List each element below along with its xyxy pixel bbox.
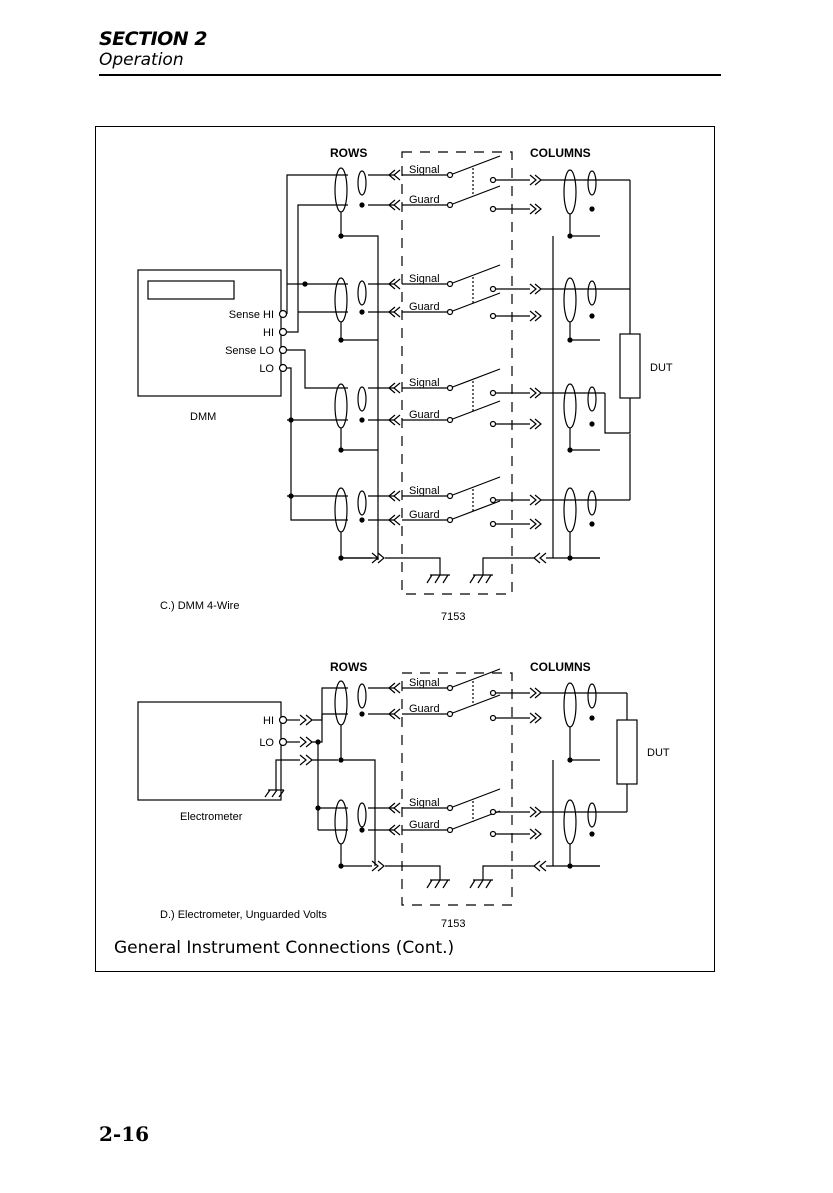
signal-label-d1: Signal	[409, 677, 440, 689]
signal-label-c3: Signal	[409, 377, 440, 389]
guard-label-c1: Guard	[409, 194, 440, 206]
dut-label-c: DUT	[650, 362, 673, 374]
lead-sense-lo	[287, 350, 348, 388]
lead-sense-hi	[287, 175, 348, 314]
figure-caption: General Instrument Connections (Cont.)	[114, 938, 454, 958]
scanner-label-c: 7153	[441, 611, 465, 623]
scanner-outline	[402, 152, 512, 594]
electrometer-terminal-hi: HI	[263, 715, 274, 727]
lead-hi	[287, 205, 348, 332]
row-cables	[335, 168, 366, 532]
diagram-d	[138, 669, 637, 905]
dut-c	[620, 334, 640, 398]
dmm-terminal-lo: LO	[259, 363, 274, 375]
sense-hi-terminal	[280, 311, 287, 318]
dmm-terminal-sense-hi: Sense HI	[229, 309, 274, 321]
lo-terminal	[280, 365, 287, 372]
page-number: 2-16	[99, 1122, 149, 1146]
guard-label-c4: Guard	[409, 509, 440, 521]
dut-d	[617, 720, 637, 784]
caption-c: C.) DMM 4-Wire	[160, 600, 239, 612]
guard-label-c3: Guard	[409, 409, 440, 421]
lo-terminal-d	[280, 739, 287, 746]
dmm-terminal-sense-lo: Sense LO	[225, 345, 274, 357]
guard-label-d1: Guard	[409, 703, 440, 715]
lead-lo	[287, 368, 348, 520]
sense-lo-terminal	[280, 347, 287, 354]
electrometer-label: Electrometer	[180, 811, 243, 823]
dmm-box	[138, 270, 281, 396]
rows-label-d: ROWS	[330, 660, 367, 674]
dmm-display	[148, 281, 234, 299]
caption-d: D.) Electrometer, Unguarded Volts	[160, 909, 327, 921]
signal-label-c2: Signal	[409, 273, 440, 285]
signal-label-c1: Signal	[409, 164, 440, 176]
columns-label-d: COLUMNS	[530, 660, 591, 674]
signal-label-d2: Signal	[409, 797, 440, 809]
scanner-label-d: 7153	[441, 918, 465, 930]
guard-label-d2: Guard	[409, 819, 440, 831]
diagram-c	[138, 152, 640, 594]
signal-label-c4: Signal	[409, 485, 440, 497]
row-switches	[368, 156, 541, 529]
hi-terminal-d	[280, 717, 287, 724]
column-cables	[541, 170, 630, 560]
columns-label-c: COLUMNS	[530, 146, 591, 160]
dut-label-d: DUT	[647, 747, 670, 759]
guard-label-c2: Guard	[409, 301, 440, 313]
rows-label-c: ROWS	[330, 146, 367, 160]
dmm-terminal-hi: HI	[263, 327, 274, 339]
hi-terminal	[280, 329, 287, 336]
electrometer-terminal-lo: LO	[259, 737, 274, 749]
dmm-label: DMM	[190, 411, 216, 423]
electrometer-box	[138, 702, 281, 800]
